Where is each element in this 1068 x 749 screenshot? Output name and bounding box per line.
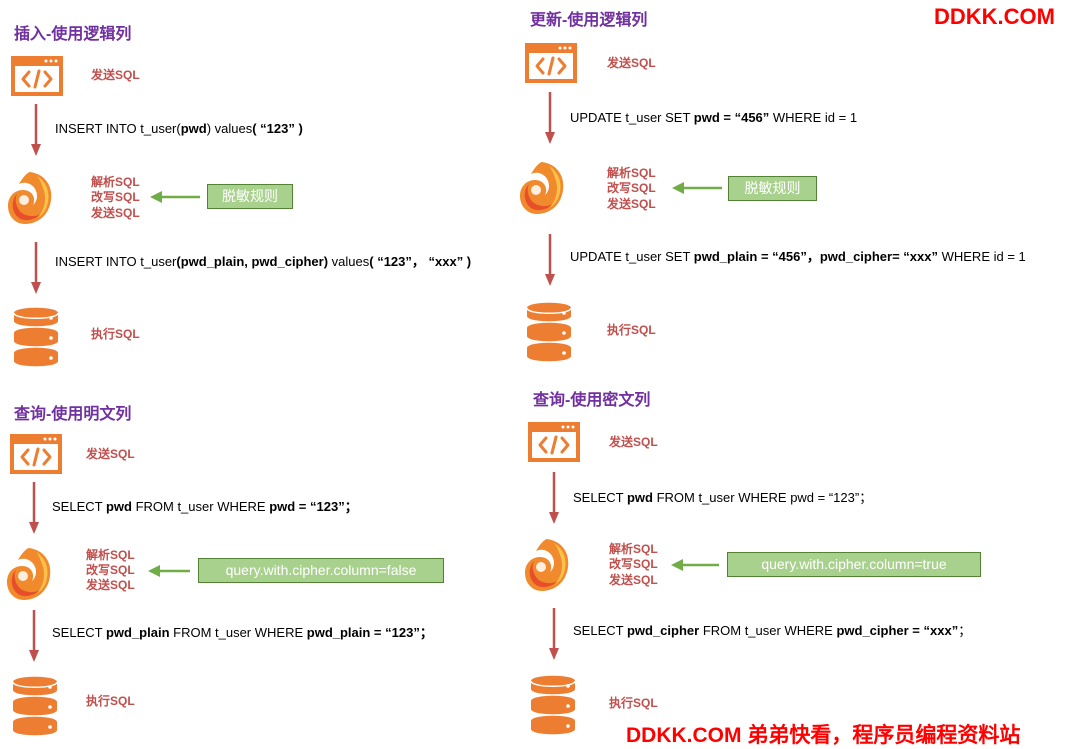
watermark-top: DDKK.COM: [934, 4, 1055, 29]
send-sql-label: 发送SQL: [91, 68, 140, 82]
sql-bold-segment: pwd: [626, 490, 653, 505]
sql-segment: FROM t_user WHERE pwd = “123”；: [652, 490, 873, 505]
sql-segment: SELECT: [573, 623, 627, 638]
sql-bold-segment: pwd: [105, 499, 132, 514]
sql-after: INSERT INTO t_user(pwd_plain, pwd_cipher…: [55, 251, 471, 270]
sharding-logo-icon: [8, 172, 52, 224]
sharding-logo-icon: [520, 162, 564, 214]
encrypt-rule-box: 脱敏规则: [728, 176, 817, 201]
flow-arrow: [549, 608, 559, 660]
exec-sql-label: 执行SQL: [609, 696, 658, 710]
database-icon: [530, 675, 576, 735]
sql-segment: FROM t_user WHERE: [131, 499, 270, 514]
sql-segment: FROM t_user WHERE: [699, 623, 837, 638]
exec-sql-label: 执行SQL: [91, 327, 140, 341]
sql-segment: UPDATE t_user SET: [570, 249, 694, 264]
sql-bold-segment: ( “123” ): [252, 121, 303, 136]
sql-after: SELECT pwd_cipher FROM t_user WHERE pwd_…: [573, 620, 971, 639]
flow-arrow: [31, 242, 41, 294]
code-icon: [10, 434, 62, 474]
database-icon: [12, 676, 58, 736]
panel-title: 插入-使用逻辑列: [14, 26, 132, 43]
parse-sql-label: 解析SQL: [609, 542, 658, 556]
rule-arrow: [148, 565, 190, 577]
sql-bold-segment: pwd_cipher: [626, 623, 700, 638]
parse-sql-label: 解析SQL: [91, 175, 140, 189]
rewrite-sql-label: 改写SQL: [607, 181, 656, 195]
send-sql-label: 发送SQL: [91, 206, 140, 220]
sql-segment: SELECT: [52, 499, 106, 514]
sql-bold-segment: pwd_cipher = “xxx”: [836, 623, 959, 638]
panel-title: 查询-使用密文列: [533, 392, 651, 409]
flow-arrow: [545, 92, 555, 144]
exec-sql-label: 执行SQL: [607, 323, 656, 337]
panel-title: 查询-使用明文列: [14, 406, 132, 423]
flow-arrow: [545, 234, 555, 286]
watermark-bottom: DDKK.COM 弟弟快看，程序员编程资料站: [626, 724, 1021, 747]
sql-bold-segment: pwd = “456”: [693, 110, 770, 125]
flow-arrow: [29, 482, 39, 534]
send-sql-label: 发送SQL: [607, 56, 656, 70]
sql-segment: SELECT: [573, 490, 627, 505]
sql-segment: INSERT INTO t_user(: [55, 121, 181, 136]
send-sql-label: 发送SQL: [86, 578, 135, 592]
sql-segment: ；: [958, 623, 972, 638]
sql-segment: INSERT INTO t_user: [55, 254, 177, 269]
sql-bold-segment: pwd_plain: [105, 625, 170, 640]
sql-after: UPDATE t_user SET pwd_plain = “456”，pwd_…: [570, 246, 1026, 265]
database-icon: [526, 302, 572, 362]
query-cipher-column-setting: query.with.cipher.column=true: [727, 552, 981, 577]
send-sql-label: 发送SQL: [609, 435, 658, 449]
sql-bold-segment: pwd_plain = “456”，pwd_cipher= “xxx”: [693, 249, 938, 264]
sql-before: SELECT pwd FROM t_user WHERE pwd = “123”…: [52, 496, 358, 515]
sharding-logo-icon: [7, 548, 51, 600]
sql-segment: UPDATE t_user SET: [570, 110, 694, 125]
code-icon: [11, 56, 63, 96]
sql-segment: SELECT: [52, 625, 106, 640]
sql-bold-segment: (pwd_plain, pwd_cipher): [176, 254, 329, 269]
flow-arrow: [29, 610, 39, 662]
panel-title: 更新-使用逻辑列: [530, 12, 648, 29]
sql-segment: WHERE id = 1: [769, 110, 858, 125]
sql-segment: ) values: [206, 121, 253, 136]
exec-sql-label: 执行SQL: [86, 694, 135, 708]
rewrite-sql-label: 改写SQL: [86, 563, 135, 577]
sql-segment: WHERE id = 1: [937, 249, 1026, 264]
sql-bold-segment: pwd_plain = “123”；: [306, 625, 433, 640]
send-sql-label: 发送SQL: [86, 447, 135, 461]
flow-arrow: [31, 104, 41, 156]
rule-arrow: [150, 191, 200, 203]
query-cipher-column-setting: query.with.cipher.column=false: [198, 558, 444, 583]
parse-sql-label: 解析SQL: [86, 548, 135, 562]
send-sql-label: 发送SQL: [609, 573, 658, 587]
sql-segment: values: [328, 254, 370, 269]
parse-sql-label: 解析SQL: [607, 166, 656, 180]
sql-bold-segment: ( “123”， “xxx” ): [369, 254, 472, 269]
code-icon: [528, 422, 580, 462]
sql-bold-segment: pwd: [180, 121, 207, 136]
send-sql-label: 发送SQL: [607, 197, 656, 211]
sql-segment: FROM t_user WHERE: [169, 625, 307, 640]
sql-before: UPDATE t_user SET pwd = “456” WHERE id =…: [570, 110, 857, 125]
flow-arrow: [549, 472, 559, 524]
rule-arrow: [672, 182, 722, 194]
sharding-logo-icon: [525, 539, 569, 591]
rule-arrow: [671, 559, 719, 571]
rewrite-sql-label: 改写SQL: [91, 190, 140, 204]
encrypt-rule-box: 脱敏规则: [207, 184, 293, 209]
sql-after: SELECT pwd_plain FROM t_user WHERE pwd_p…: [52, 622, 433, 641]
sql-before: INSERT INTO t_user(pwd) values( “123” ): [55, 121, 303, 136]
code-icon: [525, 43, 577, 83]
sql-bold-segment: pwd = “123”；: [269, 499, 358, 514]
rewrite-sql-label: 改写SQL: [609, 557, 658, 571]
sql-before: SELECT pwd FROM t_user WHERE pwd = “123”…: [573, 487, 872, 506]
database-icon: [13, 307, 59, 367]
